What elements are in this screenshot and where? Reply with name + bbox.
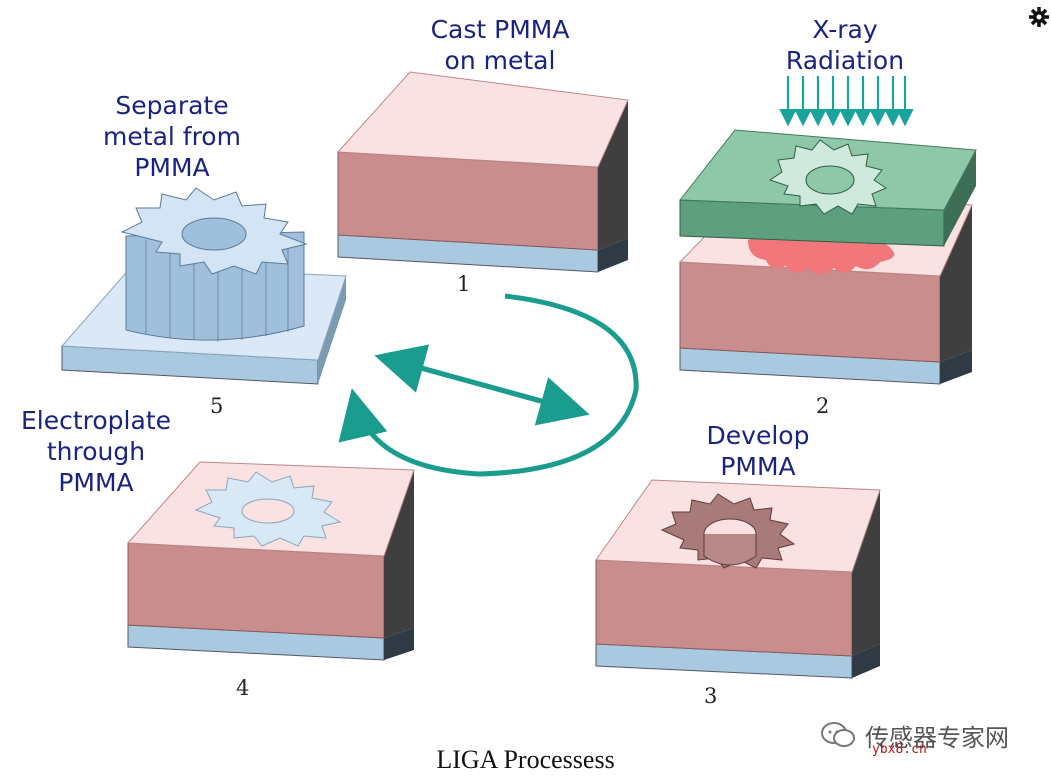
step-2-label: X-ray Radiation xyxy=(785,15,905,75)
diagram-caption: LIGA Processess xyxy=(436,745,615,774)
step-3-number: 3 xyxy=(704,684,718,708)
step-5-number: 5 xyxy=(210,394,224,418)
xray-arrows xyxy=(779,76,914,127)
step-2-number: 2 xyxy=(816,394,830,418)
watermark-text: 传感器专家网 xyxy=(865,724,1009,752)
step-1-block xyxy=(336,71,629,273)
step-3-label: Develop PMMA xyxy=(706,421,810,481)
step-4-label: Electroplate through PMMA xyxy=(20,406,171,497)
step-4-number: 4 xyxy=(236,676,250,700)
step-5-label: Separate metal from PMMA xyxy=(103,91,241,182)
cycle-arrows xyxy=(338,293,639,477)
step-3-block xyxy=(595,479,881,679)
step-5-block xyxy=(60,187,347,385)
watermark-url: ybx8.cn xyxy=(872,742,927,757)
step-2-block xyxy=(678,129,977,385)
chat-bubbles-icon xyxy=(821,722,855,747)
step-1-label: Cast PMMA on metal xyxy=(430,15,570,75)
step-1-number: 1 xyxy=(457,272,471,296)
gear-icon xyxy=(1029,7,1049,27)
step-4-block xyxy=(126,461,415,661)
